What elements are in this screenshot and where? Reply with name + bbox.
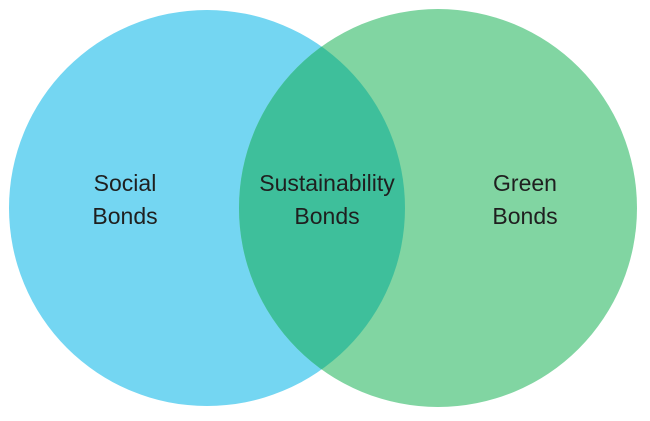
sustainability-overlap-region bbox=[239, 10, 405, 406]
